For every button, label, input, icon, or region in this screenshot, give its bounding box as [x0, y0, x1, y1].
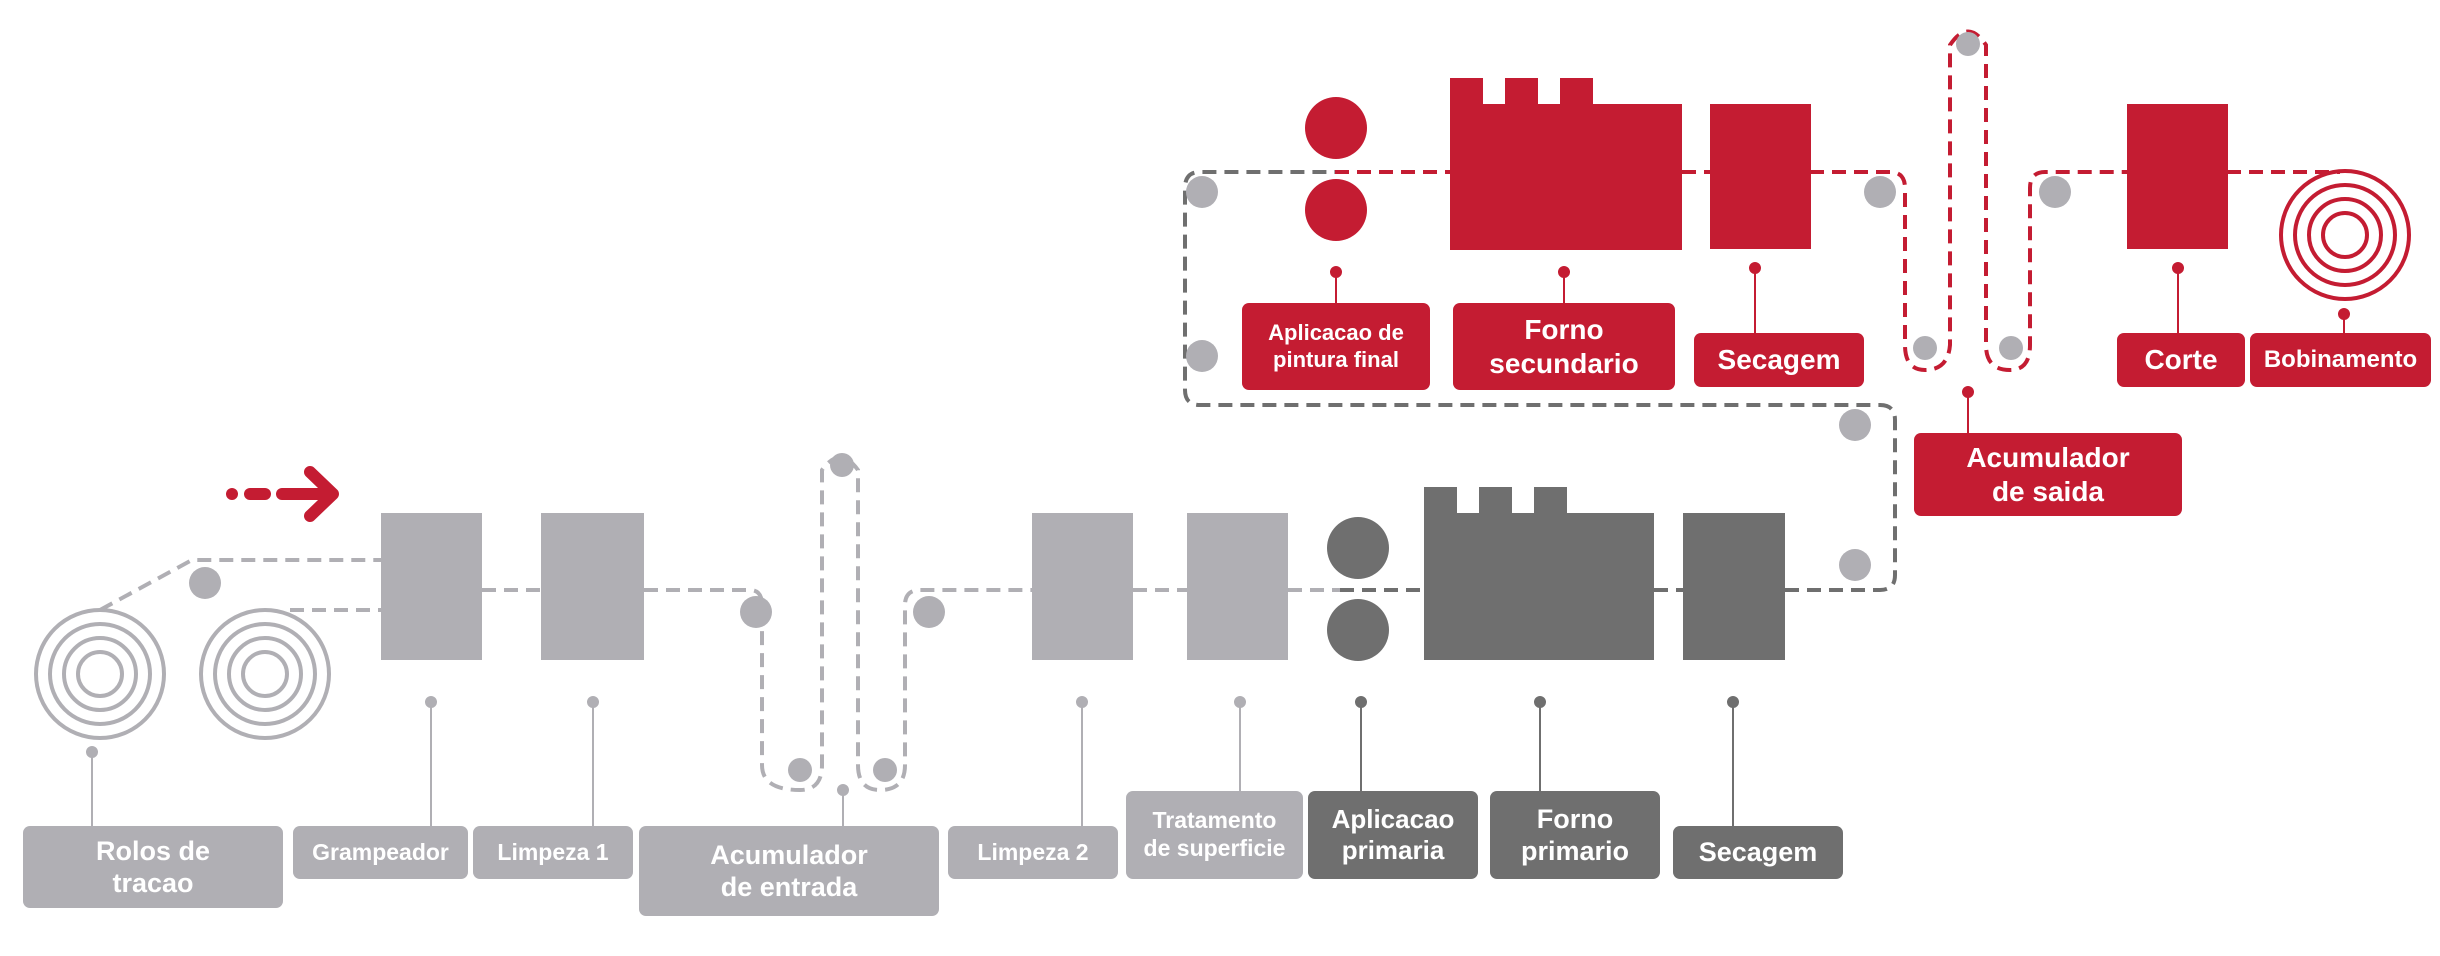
label-forno-primario: Forno primario — [1490, 791, 1660, 879]
roller — [1956, 32, 1980, 56]
label-tratamento-de-superficie: Tratamento de superficie — [1126, 791, 1303, 879]
label-secagem-1: Secagem — [1673, 826, 1843, 879]
label-rolos-de-tracao: Rolos de tracao — [23, 826, 283, 908]
roller — [1839, 549, 1871, 581]
final-applicator-roll-bottom — [1305, 179, 1367, 241]
limpeza-2-machine — [1032, 513, 1133, 660]
label-acumulador-de-saida: Acumulador de saida — [1914, 433, 2182, 516]
roller — [830, 453, 854, 477]
forno-secundario-machine — [1450, 78, 1682, 250]
limpeza-1-machine — [541, 513, 644, 660]
roller — [1999, 336, 2023, 360]
roller — [1186, 340, 1218, 372]
roller — [1186, 176, 1218, 208]
secagem-2-machine — [1710, 104, 1811, 249]
label-limpeza-2: Limpeza 2 — [948, 826, 1118, 879]
roller — [913, 596, 945, 628]
tratamento-machine — [1187, 513, 1288, 660]
roller — [873, 758, 897, 782]
label-aplicacao-primaria: Aplicacao primaria — [1308, 791, 1478, 879]
forno-primario-machine — [1424, 487, 1654, 660]
roller — [1913, 336, 1937, 360]
primary-applicator-roll-bottom — [1327, 599, 1389, 661]
label-grampeador: Grampeador — [293, 826, 468, 879]
label-secagem-2: Secagem — [1694, 333, 1864, 387]
coil-icon-left — [34, 608, 166, 740]
corte-machine — [2127, 104, 2228, 249]
roller — [740, 596, 772, 628]
label-limpeza-1: Limpeza 1 — [473, 826, 633, 879]
roller — [788, 758, 812, 782]
label-corte: Corte — [2117, 333, 2245, 387]
rollers — [189, 32, 2071, 782]
roller — [2039, 176, 2071, 208]
secagem-1-machine — [1683, 513, 1785, 660]
roller — [1864, 176, 1896, 208]
primary-applicator-roll-top — [1327, 517, 1389, 579]
strip-path-primary — [1183, 170, 1897, 592]
label-bobinamento: Bobinamento — [2250, 333, 2431, 387]
strip-path-entry — [99, 455, 1340, 793]
roller — [1839, 409, 1871, 441]
coil-icon-right — [199, 608, 331, 740]
strip-path-finish — [1335, 29, 2340, 373]
coil-icon-output — [2279, 169, 2411, 301]
grampeador-machine — [381, 513, 482, 660]
roller — [189, 567, 221, 599]
right-arrow-icon — [226, 466, 339, 522]
label-acumulador-de-entrada: Acumulador de entrada — [639, 826, 939, 916]
final-applicator-roll-top — [1305, 97, 1367, 159]
label-aplicacao-de-pintura-final: Aplicacao de pintura final — [1242, 303, 1430, 390]
label-forno-secundario: Forno secundario — [1453, 303, 1675, 390]
